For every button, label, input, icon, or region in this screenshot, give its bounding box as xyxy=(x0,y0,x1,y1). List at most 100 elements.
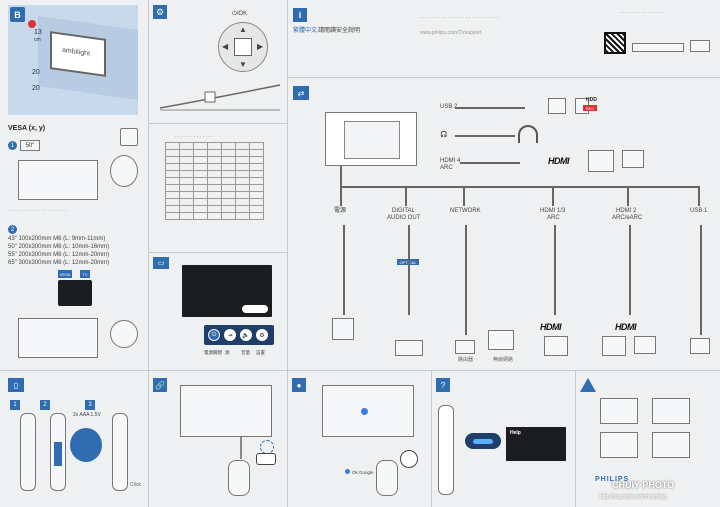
help-screen-title: Help xyxy=(510,430,521,436)
ok-google-label: Ok Google xyxy=(352,470,374,475)
vesa-size-50: 50" 200x300mm M6 (L: 10mm-16mm) xyxy=(8,244,110,250)
divider xyxy=(287,0,288,507)
volume-icon[interactable]: 🔈 xyxy=(240,329,252,341)
divider xyxy=(148,370,149,507)
wall-mount-illustration: B ambilight 13 cm 20 20 xyxy=(8,5,138,115)
step-1: 1 xyxy=(8,141,17,150)
battery-label: 2x AAA 1.5V xyxy=(73,412,101,418)
tv-menu-icon: ▭ xyxy=(153,257,169,269)
mount-install-diagram xyxy=(18,318,98,358)
divider xyxy=(431,370,432,507)
hdmi13-cable xyxy=(554,225,556,315)
vesa-size-65: 65" 300x300mm M6 (L: 12mm-20mm) xyxy=(8,260,110,266)
router-icon xyxy=(455,340,475,354)
watermark-brand: CHUIY PHOTO xyxy=(612,480,675,490)
optical-cable xyxy=(408,225,410,315)
mount-note-line: · · · · · · · · · · · · · · · · · · · · xyxy=(8,208,68,214)
mount-bracket xyxy=(58,280,92,306)
power-label: 電源 xyxy=(334,208,347,214)
assistant-icon: ● xyxy=(292,378,306,392)
usb2-cable xyxy=(455,107,525,109)
detail-zoom-icon xyxy=(110,155,138,187)
tv-assistant-screen xyxy=(322,385,414,437)
tv-pair-screen xyxy=(180,385,272,437)
watermark-url: http://blog.xuite.net/chuiyfblog xyxy=(600,494,667,500)
vesa-label: VESA (x, y) xyxy=(8,125,46,132)
wireless-router-icon xyxy=(488,330,514,350)
tv-screen xyxy=(182,265,272,317)
hdmi-logo-1: HDMI xyxy=(540,322,562,332)
step-2: 2 xyxy=(8,225,17,234)
usb1-cable xyxy=(700,225,702,335)
remote-icon: ▯ xyxy=(8,378,24,392)
camera-icon xyxy=(548,98,566,114)
warning-1 xyxy=(600,398,638,424)
source-icon[interactable]: ⇥ xyxy=(224,329,236,341)
dim-top: 13 xyxy=(34,29,42,36)
dim-left: 20 xyxy=(32,69,40,76)
help-button[interactable] xyxy=(465,433,501,449)
hdd-label: HDD xyxy=(586,97,597,103)
vesa-size-55: 55" 200x300mm M6 (L: 12mm-20mm) xyxy=(8,252,110,258)
ok-label: ⏻/OK xyxy=(232,11,248,17)
laptop-icon-3 xyxy=(634,336,656,354)
pair-signal-icon xyxy=(260,440,274,454)
divider xyxy=(287,370,288,507)
settings-icon[interactable]: ⚙ xyxy=(256,329,268,341)
laptop-icon xyxy=(622,150,644,168)
battery-detail xyxy=(70,428,102,462)
menu-label-volume: 音量 xyxy=(241,350,250,355)
hdmi2-label: HDMI 2 xyxy=(616,208,637,214)
remote-back xyxy=(20,413,36,491)
vesa-size-43: 43" 100x200mm M6 (L: 9mm-11mm) xyxy=(8,236,106,242)
rec-badge: REC xyxy=(583,105,597,111)
router-label: 路由器 xyxy=(458,357,474,363)
hand-remote-2 xyxy=(376,460,398,496)
hand-remote xyxy=(228,460,250,496)
soundbar-icon xyxy=(588,150,614,172)
headphone-cable xyxy=(455,135,515,137)
pair-button xyxy=(256,453,276,465)
qr-code xyxy=(604,32,626,54)
menu-label-settings: 設置 xyxy=(256,350,265,355)
remote-step-1: 1 xyxy=(10,400,20,410)
divider xyxy=(148,252,287,253)
assistant-button xyxy=(400,450,418,468)
hdmi13-label: HDMI 1/3 xyxy=(540,208,566,214)
divider xyxy=(575,370,576,507)
tv-stand-diagram xyxy=(159,84,281,111)
model-sticker xyxy=(690,40,710,52)
hdmi4-cable xyxy=(460,162,520,164)
remote-open xyxy=(50,413,66,491)
audio-receiver-icon xyxy=(395,340,423,356)
tv-menu-bar: ⏻ ⇥ 🔈 ⚙ xyxy=(204,325,274,345)
warning-2 xyxy=(652,398,690,424)
menu-label-power: 電源關閉 xyxy=(204,350,222,355)
model-label-box xyxy=(632,43,684,52)
warning-icon xyxy=(28,20,36,28)
support-url[interactable]: www.philips.com/TVsupport xyxy=(420,30,482,36)
power-cable xyxy=(343,225,345,315)
warning-4 xyxy=(652,432,690,458)
language-label: 繁體中文 xyxy=(293,28,318,34)
ambilight-logo: ambilight xyxy=(62,46,91,58)
divider xyxy=(148,123,287,124)
tv-back-diagram xyxy=(18,160,98,200)
hdmi4-label: HDMI 4 xyxy=(440,158,461,164)
gear-icon: ⚙ xyxy=(153,5,167,19)
usb2-label: USB 2 xyxy=(440,104,458,110)
power-icon[interactable]: ⏻ xyxy=(208,329,220,341)
network-cable xyxy=(465,225,467,335)
safety-note: 請閱讀安全說明 xyxy=(318,28,361,34)
hdmi2-cable xyxy=(629,225,631,315)
help-screen: Help xyxy=(506,427,566,461)
tv-tag: TV xyxy=(80,270,90,278)
info-icon: i xyxy=(293,8,307,22)
dim-unit: cm xyxy=(34,37,41,43)
remote-step-2: 2 xyxy=(40,400,50,410)
vesa-tag: VESA xyxy=(58,270,72,278)
link-icon: 🔗 xyxy=(153,378,167,392)
table-title: · · · · · · · · · · · · · xyxy=(175,134,214,140)
tv-side: ambilight xyxy=(50,31,106,77)
